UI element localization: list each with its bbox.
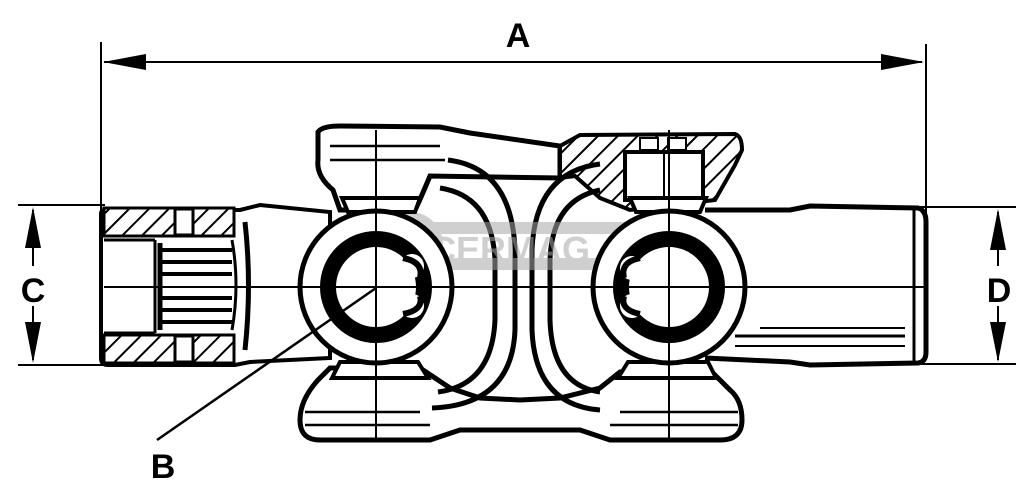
dimension-c: C <box>18 204 105 366</box>
dimension-d: D <box>918 206 1016 365</box>
arrow-up-icon <box>25 207 41 248</box>
label-b: B <box>151 448 176 486</box>
watermark-text: CERMAG <box>430 229 590 270</box>
dimension-b: B <box>151 286 377 486</box>
yoke-arms <box>431 157 601 413</box>
cermag-watermark: CERMAG ® <box>377 212 639 278</box>
label-a: A <box>506 17 531 55</box>
dimension-a: A <box>100 17 927 215</box>
arrow-down-icon <box>990 322 1006 362</box>
double-yoke-body <box>297 123 745 443</box>
arrow-down-icon <box>25 322 41 363</box>
arrow-left-icon <box>103 54 146 70</box>
label-c: C <box>21 272 46 310</box>
arrow-right-icon <box>881 54 924 70</box>
splined-hub-left <box>99 202 332 367</box>
label-d: D <box>987 272 1012 310</box>
arrow-up-icon <box>990 209 1006 250</box>
